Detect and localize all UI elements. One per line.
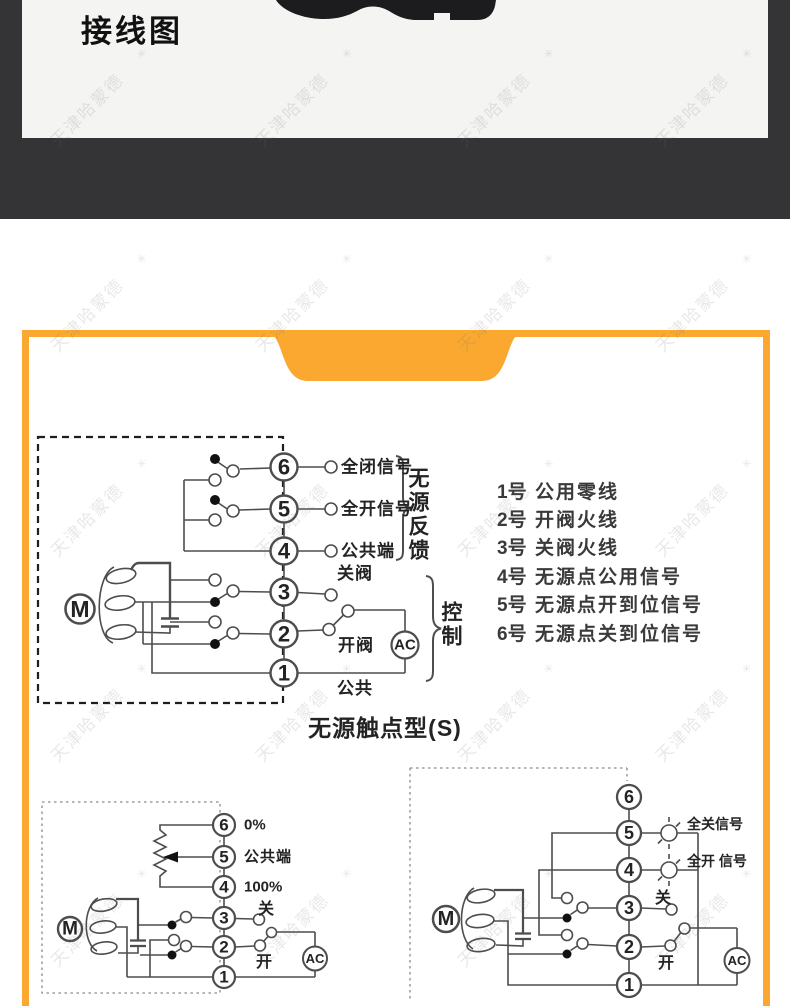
terminal-number: 3 bbox=[624, 898, 634, 918]
terminal-num: 3号 bbox=[497, 538, 527, 560]
pot-boundary-dotted bbox=[41, 801, 221, 994]
ac-source-icon-lamp bbox=[723, 947, 751, 974]
label-full-open-signal: 全开信号 bbox=[340, 499, 413, 519]
label-100pct: 100% bbox=[244, 879, 282, 896]
capacitor-icon-small bbox=[116, 897, 146, 954]
feedback-brace bbox=[395, 455, 412, 561]
ac-label: AC bbox=[306, 951, 325, 966]
terminal-desc: 无源点关到位信号 bbox=[535, 623, 704, 645]
list-item: 4号无源点公用信号 bbox=[497, 561, 703, 589]
terminal-number: 3 bbox=[219, 909, 228, 928]
terminal-number: 5 bbox=[624, 823, 634, 843]
terminal-number: 4 bbox=[624, 860, 634, 880]
motor-icon bbox=[64, 593, 96, 625]
terminal-number: 6 bbox=[278, 455, 290, 480]
label-full-close-signal: 全关信号 bbox=[686, 816, 743, 832]
motor-icon-small bbox=[56, 897, 118, 955]
list-item: 6号无源点关到位信号 bbox=[497, 618, 703, 646]
label-common-terminal: 公共端 bbox=[341, 541, 395, 561]
lamp-open-icon bbox=[657, 854, 681, 886]
motor-label: M bbox=[70, 596, 89, 622]
main-wiring-diagram bbox=[36, 435, 442, 705]
control-brace bbox=[425, 575, 442, 682]
terminal-num: 1号 bbox=[497, 481, 527, 503]
list-item: 2号开阀火线 bbox=[497, 504, 703, 532]
terminal-number: 6 bbox=[624, 787, 634, 807]
control-brace-label: 控制 bbox=[439, 601, 462, 649]
label-full-open-signal: 全开 信号 bbox=[686, 853, 747, 869]
ac-label: AC bbox=[728, 953, 747, 968]
terminal-number: 1 bbox=[219, 968, 228, 987]
terminal-desc: 公用零线 bbox=[535, 481, 620, 503]
label-0pct: 0% bbox=[244, 817, 266, 834]
product-photo-silhouette bbox=[276, 0, 496, 20]
terminal-number: 5 bbox=[278, 497, 290, 522]
label-full-close-signal: 全闭信号 bbox=[340, 457, 413, 477]
potentiometer-diagram bbox=[41, 801, 328, 994]
terminal-number: 5 bbox=[219, 848, 228, 867]
terminal-num: 6号 bbox=[497, 623, 527, 645]
label-open: 开 bbox=[658, 954, 674, 972]
terminal-desc: 无源点公用信号 bbox=[535, 566, 683, 588]
terminal-num: 2号 bbox=[497, 510, 527, 532]
terminal-number: 6 bbox=[219, 816, 228, 835]
actuator-boundary-dashed bbox=[36, 435, 285, 705]
list-item: 1号公用零线 bbox=[497, 476, 703, 504]
diagram-caption: 无源触点型(S) bbox=[308, 715, 462, 741]
terminal-description-list: 1号公用零线 2号开阀火线 3号关阀火线 4号无源点公用信号 5号无源点开到位信… bbox=[497, 476, 703, 646]
lamp-close-icon bbox=[657, 817, 681, 849]
ac-source-icon-small bbox=[302, 945, 328, 972]
terminal-number: 2 bbox=[278, 622, 290, 647]
banner-ribbon-shape bbox=[263, 330, 527, 381]
label-open-valve: 开阀 bbox=[338, 635, 374, 655]
capacitor-icon bbox=[129, 561, 179, 634]
terminal-number: 2 bbox=[624, 937, 634, 957]
label-close-valve: 关阀 bbox=[337, 563, 373, 583]
terminal-number: 4 bbox=[219, 878, 229, 897]
terminal-num: 4号 bbox=[497, 566, 527, 588]
lamp-boundary-dotted bbox=[409, 767, 628, 999]
terminal-desc: 无源点开到位信号 bbox=[535, 595, 704, 617]
motor-icon-lamp bbox=[431, 887, 496, 953]
product-image bbox=[276, 0, 496, 20]
motor-winding bbox=[98, 566, 137, 644]
terminal-num: 5号 bbox=[497, 595, 527, 617]
label-close: 关 bbox=[258, 899, 274, 918]
ac-source-icon bbox=[390, 630, 420, 660]
ac-label: AC bbox=[394, 637, 416, 654]
terminal-strip bbox=[269, 452, 299, 688]
terminal-number: 1 bbox=[624, 975, 634, 995]
lamp-diagram bbox=[409, 767, 751, 999]
terminal-number: 2 bbox=[219, 938, 228, 957]
wiring-banner bbox=[263, 330, 527, 386]
terminal-number: 1 bbox=[278, 661, 290, 686]
label-open: 开 bbox=[256, 953, 272, 971]
motor-label: M bbox=[62, 919, 78, 940]
list-item: 5号无源点开到位信号 bbox=[497, 590, 703, 618]
list-item: 3号关阀火线 bbox=[497, 533, 703, 561]
label-close: 关 bbox=[655, 888, 671, 907]
capacitor-icon-lamp bbox=[494, 888, 531, 947]
label-common-terminal: 公共端 bbox=[244, 848, 292, 866]
product-photo-card bbox=[22, 0, 768, 138]
motor-label: M bbox=[438, 908, 455, 930]
terminal-number: 3 bbox=[278, 580, 290, 605]
potentiometer-icon bbox=[152, 824, 213, 888]
terminal-desc: 开阀火线 bbox=[535, 510, 620, 532]
panel-title: 接线图 bbox=[81, 14, 183, 49]
terminal-number: 4 bbox=[278, 539, 291, 564]
feedback-brace-label: 无源反馈 bbox=[406, 467, 429, 563]
label-common: 公共 bbox=[337, 679, 373, 698]
terminal-desc: 关阀火线 bbox=[535, 538, 620, 560]
